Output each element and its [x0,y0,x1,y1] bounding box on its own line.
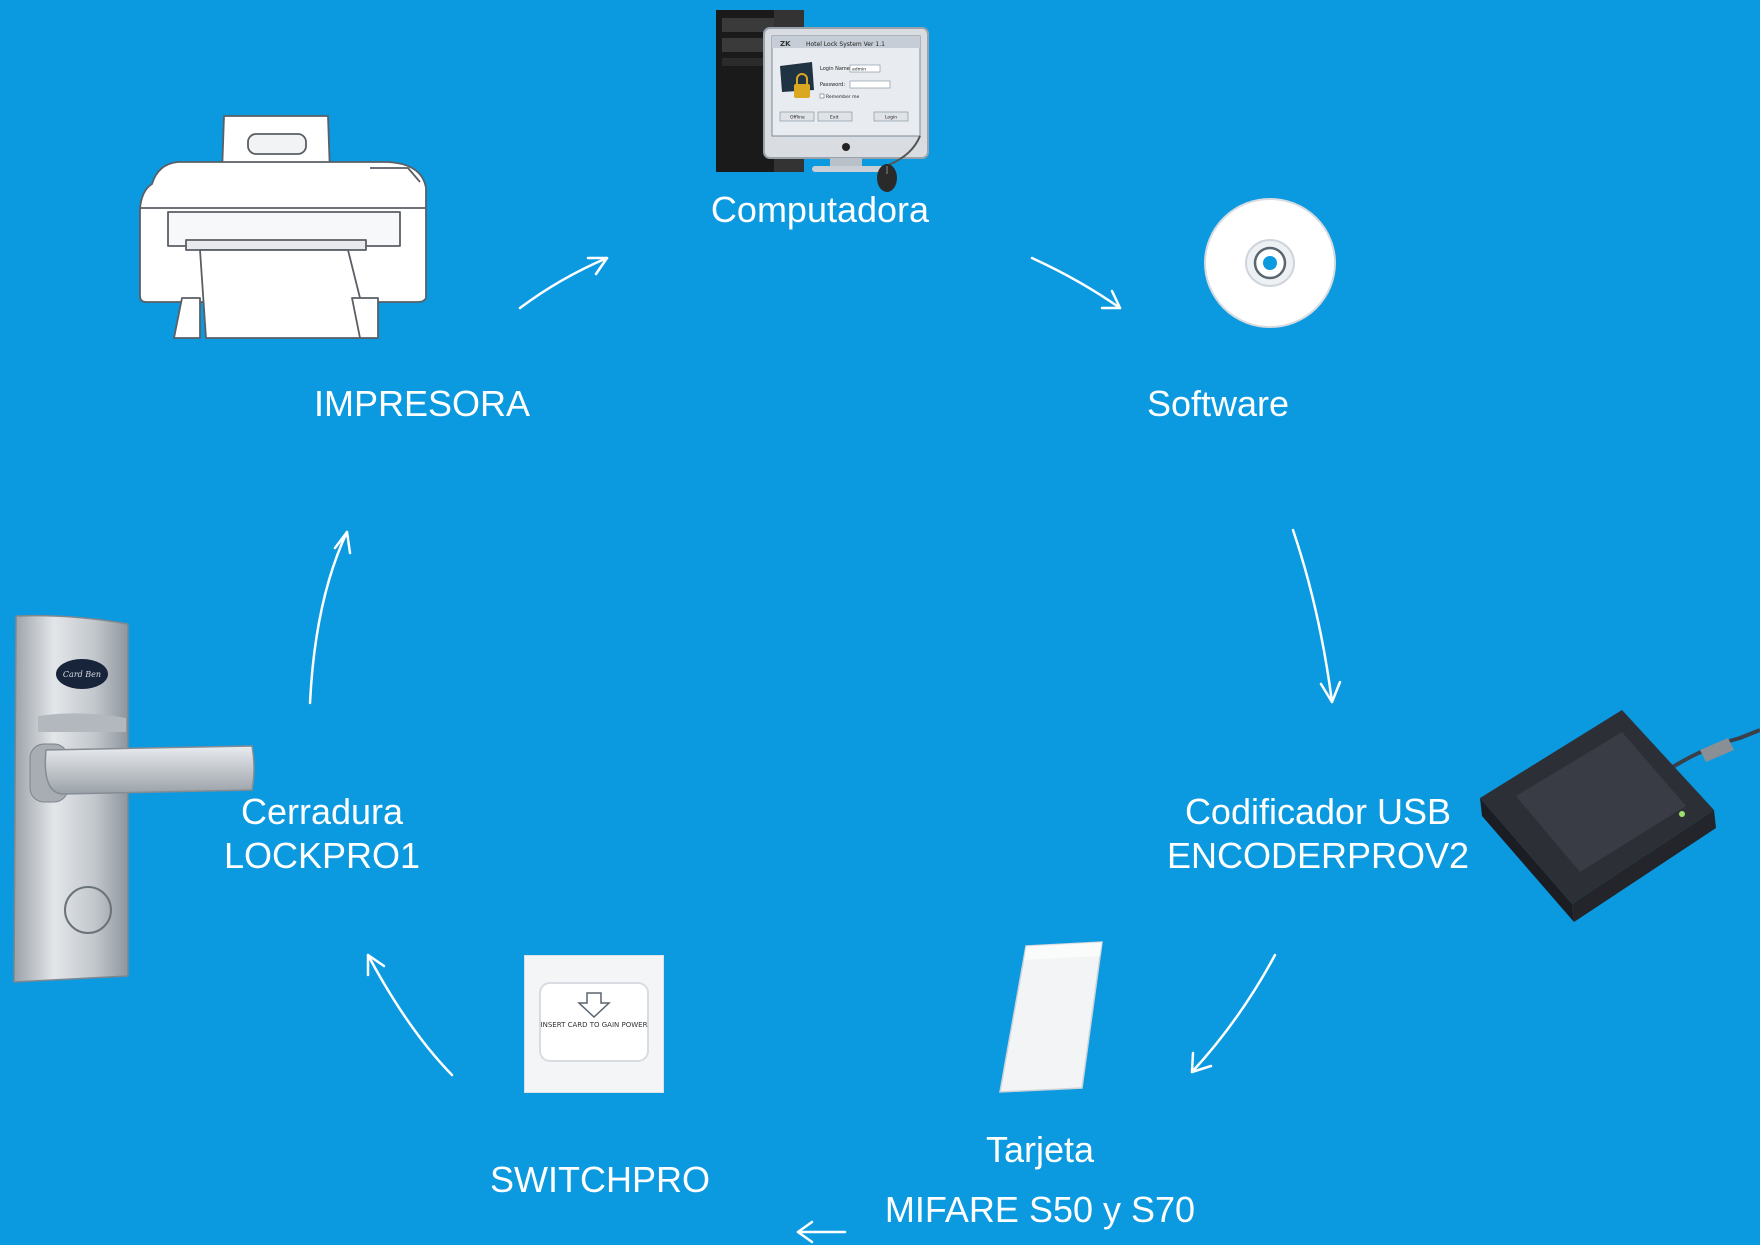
codificador-line-2: ENCODERPROV2 [1166,835,1470,876]
screen-login-label: Login Name: [820,66,852,72]
desktop-computer-icon: Hotel Lock System Ver 1.1 ZK Login Name:… [716,10,929,192]
tarjeta-line-1: Tarjeta [985,1129,1095,1170]
rfid-card-icon [999,941,1103,1093]
node-label-tarjeta: Tarjeta MIFARE S50 y S70 [880,1128,1200,1232]
screen-window-title: Hotel Lock System Ver 1.1 [806,41,885,48]
codificador-line-1: Codificador USB [1184,791,1452,832]
node-label-impresora: IMPRESORA [313,383,531,424]
arrow-tarjeta-to-switchpro [796,1220,847,1244]
screen-remember-label: Remember me [826,94,860,100]
arrow-impresora-to-computadora [518,256,609,310]
lock-badge-text: Card Ben [63,670,101,679]
node-label-software: Software [1146,383,1290,424]
door-lock-icon: Card Ben [13,614,255,983]
arrow-computadora-to-software [1030,256,1122,310]
node-label-codificador: Codificador USB ENCODERPROV2 [1148,790,1488,878]
screen-button-exit: Exit [830,115,839,121]
card-power-switch-icon: INSERT CARD TO GAIN POWER [524,955,664,1093]
arrow-software-to-codificador [1291,528,1342,704]
screen-login-value: admin [852,67,866,73]
tarjeta-line-2: MIFARE S50 y S70 [884,1189,1196,1230]
printer-icon [139,115,427,339]
screen-password-label: Password: [820,82,845,88]
arrow-codificador-to-tarjeta [1190,953,1277,1074]
screen-button-offline: Offline [790,115,805,121]
node-label-computadora: Computadora [710,189,930,230]
cerradura-line-1: Cerradura [240,791,404,832]
arrow-cerradura-to-impresora [308,530,352,705]
usb-card-encoder-icon [1480,710,1760,922]
arrow-switchpro-to-cerradura [366,953,454,1077]
cerradura-line-2: LOCKPRO1 [223,835,421,876]
node-label-cerradura: Cerradura LOCKPRO1 [202,790,442,878]
node-label-switchpro: SWITCHPRO [490,1159,710,1200]
svg-text:ZK: ZK [780,40,791,48]
switch-instruction-text: INSERT CARD TO GAIN POWER [541,1021,648,1029]
cd-disc-icon [1204,198,1336,328]
screen-button-login: Login [885,115,897,121]
